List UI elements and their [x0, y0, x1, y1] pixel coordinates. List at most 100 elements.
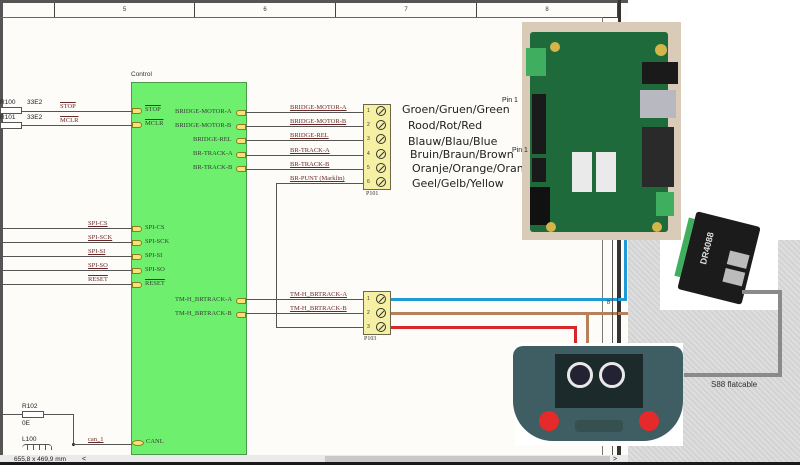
resistor-r101-ref: R101 [0, 114, 16, 121]
wire-can1 [73, 444, 132, 445]
net-tm-h-brtrack-a: TM-H_BRTRACK-A [290, 291, 348, 298]
inductor-l100[interactable] [22, 444, 52, 450]
throttle-knob-right[interactable] [639, 411, 659, 431]
dr4088-label: DR4088 [698, 231, 716, 266]
pin-bridge-rel: BRIDGE-REL [193, 136, 232, 143]
net-spi-cs: SPI-CS [88, 220, 108, 227]
mount-hole [550, 42, 560, 52]
net-bridge-motor-a: BRIDGE-MOTOR-A [290, 104, 347, 111]
scroll-right-button[interactable]: > [613, 456, 618, 463]
net-reset: RESET [88, 276, 108, 283]
resistor-r100-value: 33E2 [27, 99, 43, 106]
wire-red [391, 326, 577, 329]
control-block[interactable] [131, 82, 247, 455]
pin-flag-stop [132, 108, 142, 114]
color-label-1: Groen/Gruen/Green [402, 103, 510, 116]
net-br-punt: BR-PUNT (Marklin) [290, 175, 345, 182]
wire-r102-left [0, 414, 22, 415]
mount-hole [546, 222, 556, 232]
wire-br-track-b [246, 169, 364, 170]
pin-flag-tm-h-brtrack-b [236, 312, 246, 318]
screw-icon [376, 177, 386, 187]
sheet-frame-left [0, 3, 3, 455]
pin1-label-top: Pin 1 [502, 97, 518, 104]
net-spi-sck: SPI-SCK [88, 234, 113, 241]
rj45-port [722, 267, 746, 287]
pin-flag-bridge-rel [236, 138, 246, 144]
controller-board-photo[interactable] [522, 22, 681, 240]
p101-pin-6: 6 [367, 179, 370, 185]
wire-stop [22, 111, 132, 112]
screw-icon [376, 308, 386, 318]
rj45-port [726, 250, 750, 269]
pin-tm-h-brtrack-a: TM-H_BRTRACK-A [175, 296, 233, 303]
horizontal-scrollbar-thumb[interactable] [325, 456, 610, 462]
s88-cable-v [778, 290, 782, 376]
wire-bridge-motor-b [246, 126, 364, 127]
pin-flag-spi-si [132, 254, 142, 260]
wire-spi-cs [0, 228, 132, 229]
wire-reset [0, 284, 132, 285]
resistor-r101-value: 33E2 [27, 114, 43, 121]
resistor-r102[interactable] [22, 411, 44, 418]
power-jack [642, 62, 678, 84]
p101-pin-5: 5 [367, 165, 370, 171]
color-label-6: Geel/Gelb/Yellow [412, 177, 504, 190]
resistor-r100[interactable] [0, 107, 22, 114]
speedometer-right [599, 362, 625, 388]
pin-tm-h-brtrack-b: TM-H_BRTRACK-B [175, 310, 232, 317]
color-label-3: Blauw/Blau/Blue [408, 135, 498, 148]
column-header-8: 8 [477, 3, 618, 18]
p101-pin-2: 2 [367, 122, 370, 128]
central-station-tray [575, 420, 623, 432]
wire-blue-up [624, 240, 627, 301]
wire-tm-h-brtrack-a [246, 299, 364, 300]
resistor-r101[interactable] [0, 122, 22, 129]
usb-connector [640, 90, 676, 118]
wire-tm-h-brtrack-b [246, 313, 364, 314]
sheet-frame-top [0, 0, 628, 3]
wire-red-down [574, 326, 577, 348]
pin-br-track-a: BR-TRACK-A [193, 150, 233, 157]
net-br-track-b: BR-TRACK-B [290, 161, 330, 168]
s88-flatcable-label: S88 flatcable [711, 380, 758, 389]
wire-br-punt-to-p103 [276, 327, 364, 328]
screw-icon [376, 134, 386, 144]
p103-pin-3: 3 [367, 324, 370, 330]
pin1-label-mid: Pin 1 [512, 147, 528, 154]
speedometer-left [567, 362, 593, 388]
pin-flag-mclr [132, 122, 142, 128]
green-connector [526, 48, 546, 76]
pin-spi-cs: SPI-CS [145, 224, 165, 231]
pin-bridge-motor-a: BRIDGE-MOTOR-A [175, 108, 232, 115]
net-can1: can_1 [88, 436, 104, 443]
pin-flag-tm-h-brtrack-a [236, 298, 246, 304]
resistor-r100-ref: R100 [0, 99, 16, 106]
scroll-left-button[interactable]: < [82, 456, 87, 463]
pin-mclr: MCLR [145, 120, 164, 127]
wire-br-punt [276, 183, 364, 184]
wire-brown-down [586, 312, 589, 347]
screw-icon [376, 294, 386, 304]
inductor-l100-ref: L100 [22, 436, 37, 443]
color-label-4: Bruin/Braun/Brown [410, 148, 514, 161]
net-stop: STOP [60, 103, 76, 110]
pin-flag-reset [132, 282, 142, 288]
p103-pin-1: 1 [367, 296, 370, 302]
p101-ref: P101 [366, 191, 379, 197]
central-station[interactable] [513, 346, 683, 441]
pin-flag-spi-so [132, 268, 142, 274]
connector-p101[interactable] [363, 104, 391, 190]
wire-brown [391, 312, 639, 315]
screw-icon [376, 120, 386, 130]
net-tm-h-brtrack-b: TM-H_BRTRACK-B [290, 305, 347, 312]
pin-stop: STOP [145, 106, 161, 113]
p103-ref: P103 [364, 336, 377, 342]
pin-canl: CANL [146, 438, 164, 445]
p101-pin-1: 1 [367, 108, 370, 114]
wire-bridge-rel [246, 140, 364, 141]
throttle-knob-left[interactable] [539, 411, 559, 431]
pin-flag-canl [132, 440, 144, 446]
net-spi-si: SPI-SI [88, 248, 106, 255]
wire-br-track-a [246, 155, 364, 156]
